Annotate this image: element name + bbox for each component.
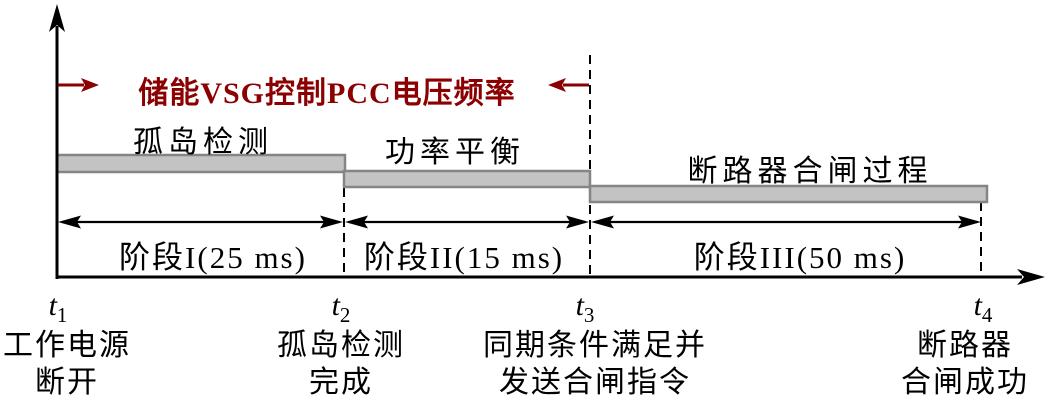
t1-symbol: t (48, 289, 57, 322)
timepoint-t1: t1 (48, 289, 68, 326)
phase1-arrowhead-left-icon (58, 215, 81, 229)
phase3-span-arrow (591, 215, 981, 229)
timepoint-t3: t3 (575, 289, 595, 326)
phase2-span-arrow (345, 215, 589, 229)
t3-symbol: t (575, 289, 584, 322)
caption-t2-line2: 完成 (309, 366, 373, 399)
t2-subscript: 2 (339, 303, 351, 327)
y-axis (49, 4, 65, 279)
caption-t1: 工作电源 断开 (3, 327, 131, 401)
bar-stage2 (342, 169, 592, 189)
caption-t3: 同期条件满足并 发送合闸指令 (483, 327, 707, 401)
bar-stage3 (588, 184, 989, 204)
phase3-label: 阶段III(50 ms) (693, 240, 907, 275)
phase1-label: 阶段I(25 ms) (119, 240, 307, 275)
vsg-annotation-left-arrow-icon (548, 78, 589, 92)
caption-t2: 孤岛检测 完成 (277, 327, 405, 401)
vsg-annotation-text: 储能VSG控制PCC电压频率 (138, 77, 516, 110)
caption-t4: 断路器 合闸成功 (901, 327, 1029, 401)
vsg-annotation-right-arrow-icon (58, 78, 99, 92)
phase3-arrowhead-left-icon (591, 215, 614, 229)
phase1-arrowhead-right-icon (320, 215, 343, 229)
caption-t4-line1: 断路器 (917, 329, 1013, 362)
caption-t1-line2: 断开 (35, 366, 99, 399)
phase2-label: 阶段II(15 ms) (363, 240, 565, 275)
t3-subscript: 3 (583, 303, 595, 327)
x-axis-arrowhead-icon (1017, 269, 1045, 285)
t4-subscript: 4 (981, 303, 993, 327)
caption-t3-line1: 同期条件满足并 (483, 329, 707, 362)
bar-label-breaker-closing: 断路器合闸过程 (687, 155, 933, 188)
bar-label-islanding-detection: 孤岛检测 (133, 126, 273, 159)
phase3-arrowhead-right-icon (958, 215, 981, 229)
t4-symbol: t (973, 289, 982, 322)
timepoint-t2: t2 (331, 289, 351, 326)
bar-label-power-balance: 功率平衡 (385, 136, 525, 169)
phase2-arrowhead-left-icon (345, 215, 368, 229)
y-axis-arrowhead-icon (49, 4, 65, 32)
t1-subscript: 1 (56, 303, 68, 327)
x-axis (56, 269, 1045, 285)
phase1-span-arrow (58, 215, 343, 229)
timepoint-t4: t4 (973, 289, 993, 326)
caption-t4-line2: 合闸成功 (901, 366, 1029, 399)
caption-t1-line1: 工作电源 (3, 329, 131, 362)
caption-t3-line2: 发送合闸指令 (499, 366, 691, 399)
phase2-arrowhead-right-icon (566, 215, 589, 229)
t2-symbol: t (331, 289, 340, 322)
caption-t2-line1: 孤岛检测 (277, 329, 405, 362)
